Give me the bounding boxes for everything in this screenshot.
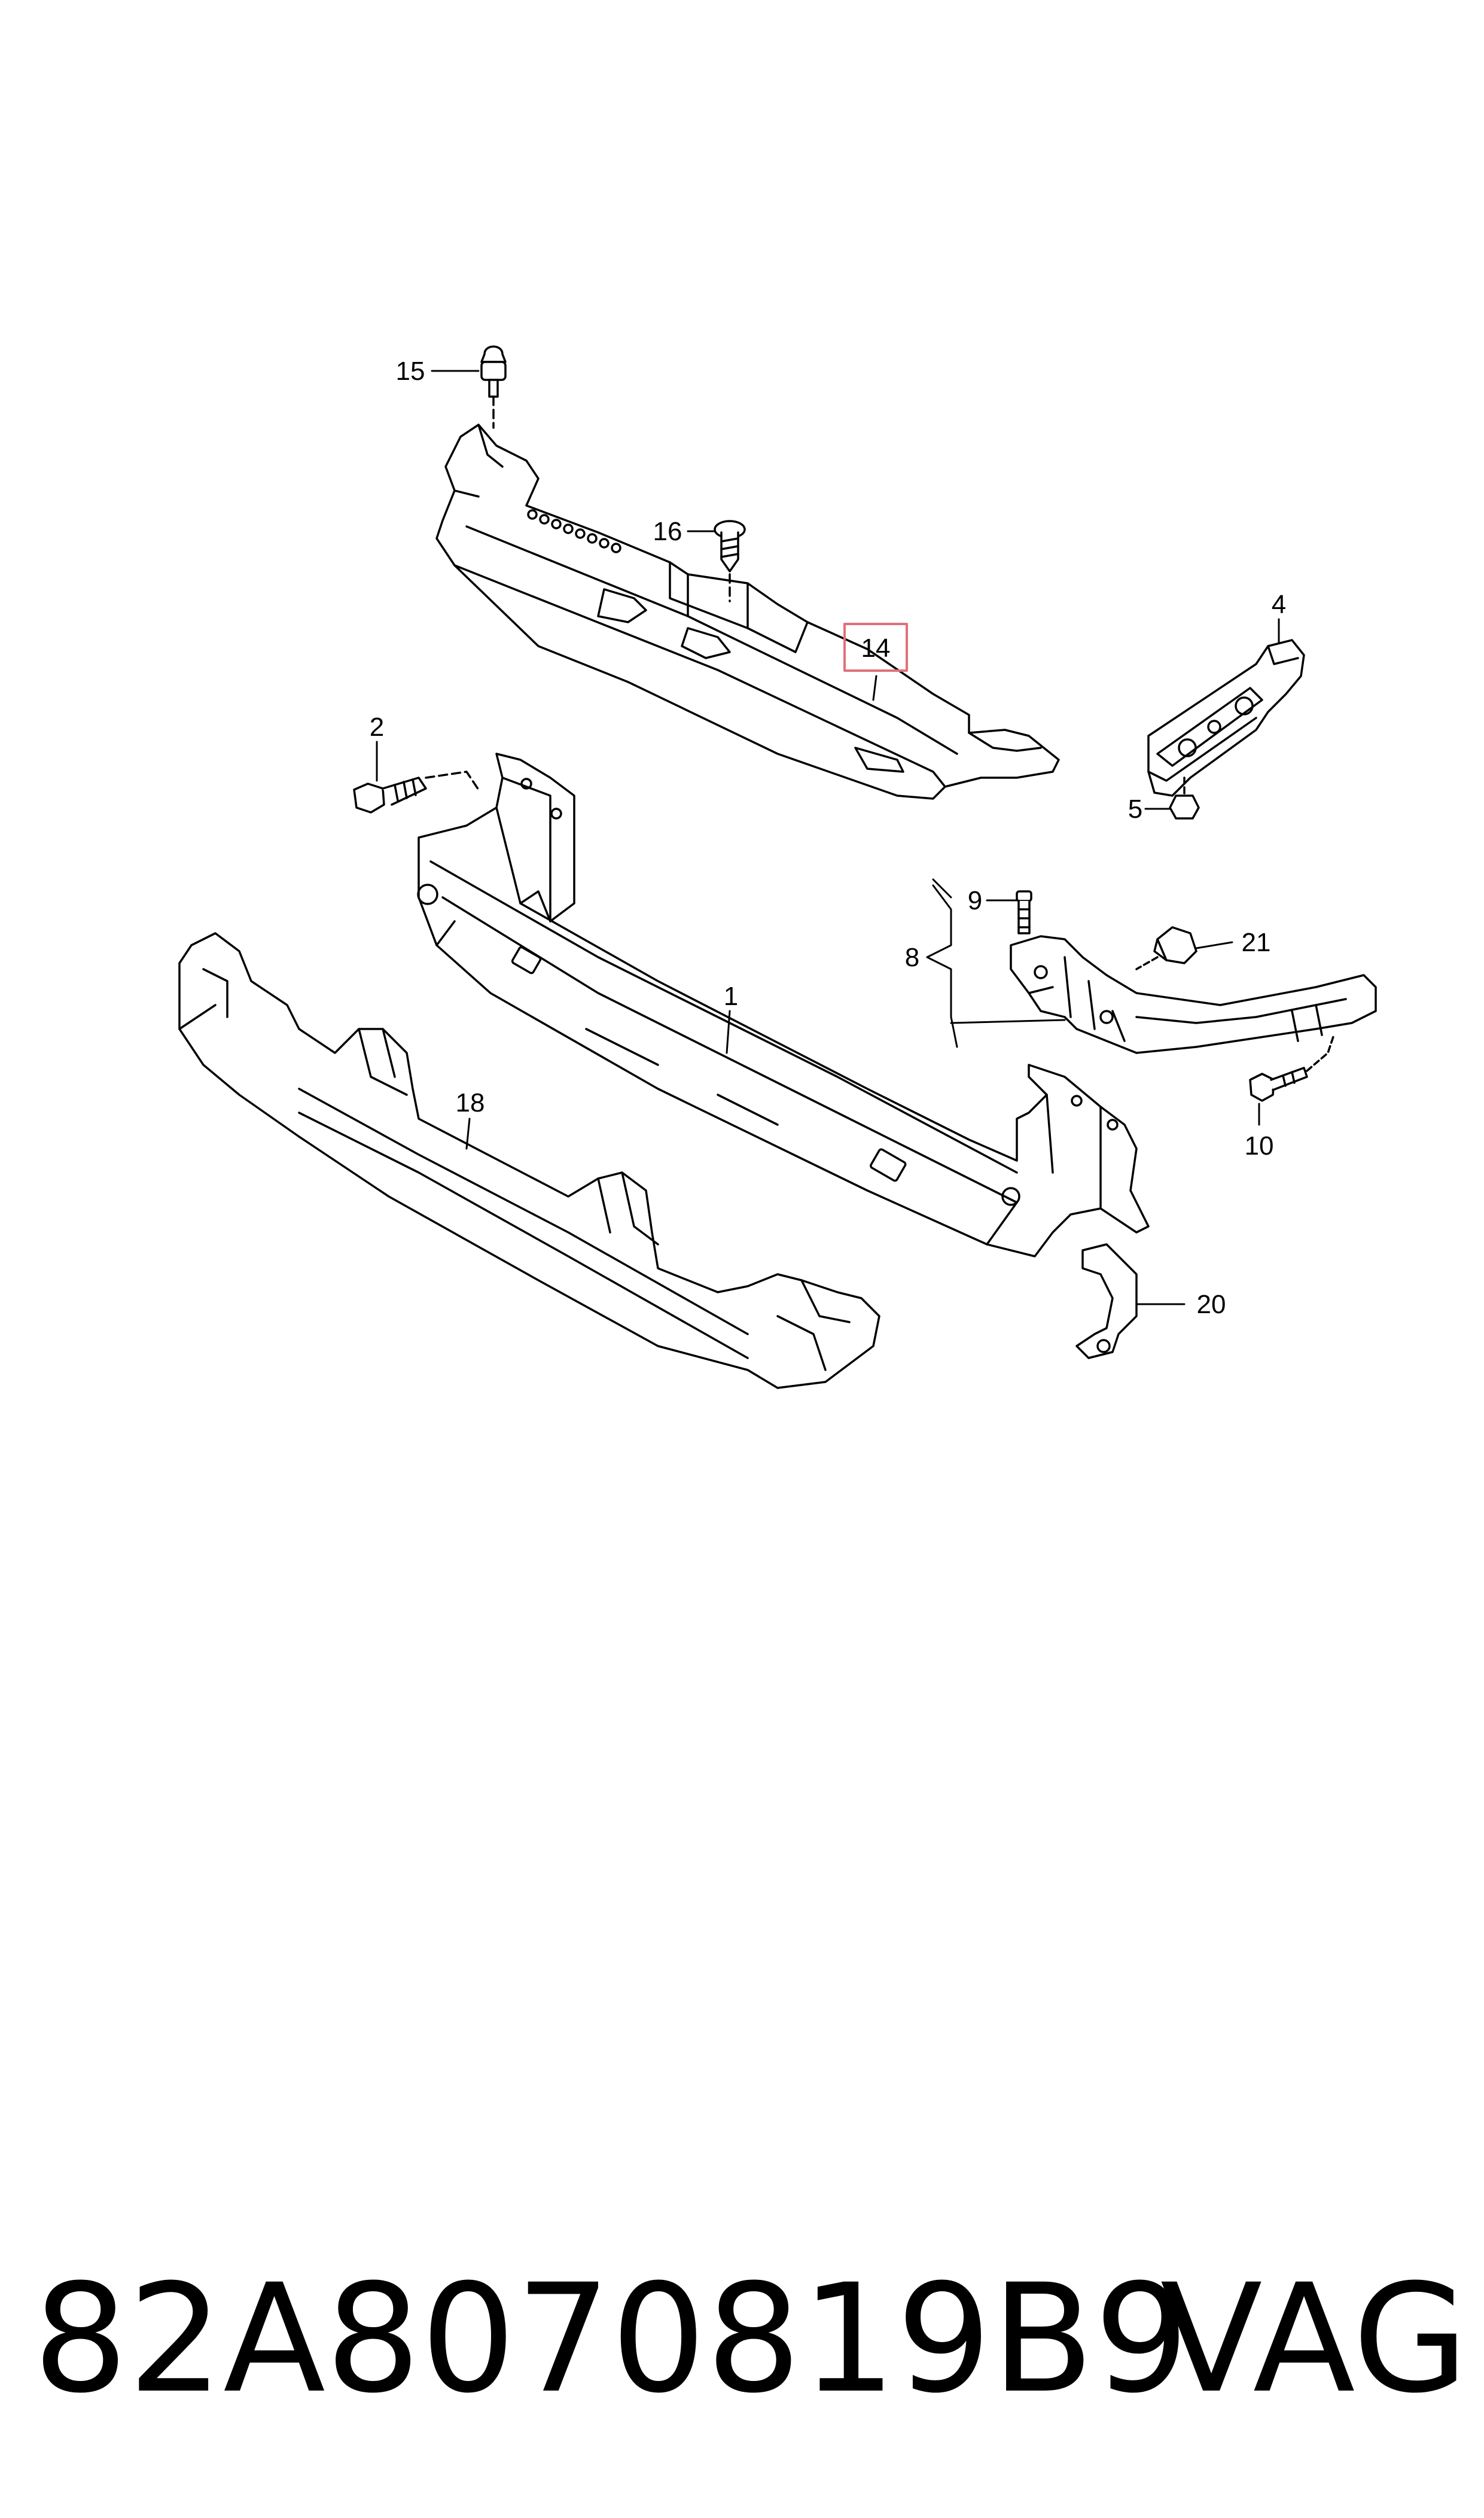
part-4-bracket (1147, 639, 1305, 797)
part-20-bracket (1075, 1243, 1138, 1359)
callout-4: 4 (1272, 590, 1286, 619)
part-15-clip (480, 345, 507, 429)
callout-2: 2 (370, 713, 384, 742)
part-21-clip (1135, 926, 1197, 970)
callout-18: 18 (456, 1088, 485, 1118)
callout-15: 15 (396, 357, 425, 386)
part-5-nut (1169, 777, 1200, 820)
callout-9: 9 (968, 886, 982, 915)
callout-14: 14 (861, 634, 891, 663)
part-18-energy-absorber (178, 932, 880, 1389)
footer: 82A8070819B9 VAG (33, 2249, 1468, 2429)
part-16-screw (714, 520, 746, 602)
brand-label: VAG (1160, 2252, 1468, 2426)
callout-16: 16 (653, 517, 682, 546)
part-10-bolt (1249, 1034, 1335, 1102)
part-number: 82A8070819B9 (33, 2252, 1190, 2426)
leader-lines (376, 370, 1280, 1305)
part-2-bolt (353, 771, 480, 814)
callout-1: 1 (724, 982, 738, 1011)
part-9-screw (1016, 890, 1032, 934)
callout-21: 21 (1242, 928, 1271, 957)
part-14-upper-absorber (435, 424, 1060, 800)
part-14-rib-holes (527, 509, 621, 553)
parts-diagram: 15 16 14 4 5 2 1 18 9 8 21 10 20 (178, 345, 1377, 1389)
part-8-bracket-assembly (1010, 935, 1377, 1054)
callout-10: 10 (1245, 1131, 1274, 1161)
callout-14-highlight-box (843, 623, 908, 672)
part-1-bumper-beam (417, 753, 1150, 1258)
callouts: 15 16 14 4 5 2 1 18 9 8 21 10 20 (370, 357, 1286, 1319)
callout-8: 8 (905, 943, 919, 972)
callout-20: 20 (1197, 1290, 1226, 1319)
callout-5: 5 (1128, 794, 1142, 824)
